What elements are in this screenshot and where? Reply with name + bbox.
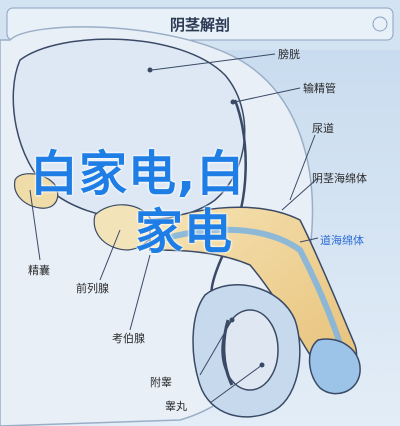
leader-epididymis bbox=[199, 319, 233, 376]
label-seminal-vesicle: 精囊 bbox=[28, 264, 50, 277]
leader-spongiosum bbox=[299, 237, 319, 243]
label-corpus-cavernosum: 阴茎海绵体 bbox=[312, 172, 367, 185]
leader-vas bbox=[234, 87, 301, 103]
label-urethra: 尿道 bbox=[312, 122, 334, 135]
label-bladder: 膀胱 bbox=[278, 48, 300, 61]
leader-cavernosum bbox=[281, 177, 319, 211]
watermark-overlay: 白家电,白 家电 bbox=[30, 145, 360, 261]
close-icon bbox=[372, 16, 388, 32]
bladder bbox=[12, 38, 246, 221]
leader-testis bbox=[209, 364, 263, 404]
leader-urethra bbox=[289, 134, 316, 201]
urethra-channel bbox=[157, 226, 348, 363]
leader-prostate bbox=[99, 229, 121, 281]
label-testis: 睾丸 bbox=[165, 400, 187, 413]
label-prostate: 前列腺 bbox=[76, 282, 109, 295]
watermark-line-1: 白家电,白 bbox=[30, 146, 246, 202]
label-corpus-spongiosum: 道海绵体 bbox=[320, 234, 364, 247]
bladder-label-dot bbox=[147, 67, 153, 73]
page-title: 阴茎解剖 bbox=[169, 16, 230, 34]
leader-seminal bbox=[29, 189, 41, 261]
epididymis bbox=[222, 319, 234, 386]
seminal-vesicle bbox=[13, 173, 59, 209]
label-vas-deferens: 输精管 bbox=[303, 82, 336, 95]
label-cowper-gland: 考伯腺 bbox=[112, 332, 145, 345]
vas-deferens-dot bbox=[230, 99, 236, 105]
leader-cowper bbox=[129, 254, 151, 331]
leader-bladder bbox=[151, 53, 276, 71]
label-epididymis: 附睾 bbox=[150, 376, 172, 389]
watermark-line-2: 家电 bbox=[135, 204, 234, 260]
testis bbox=[221, 309, 279, 391]
glans bbox=[308, 338, 361, 395]
